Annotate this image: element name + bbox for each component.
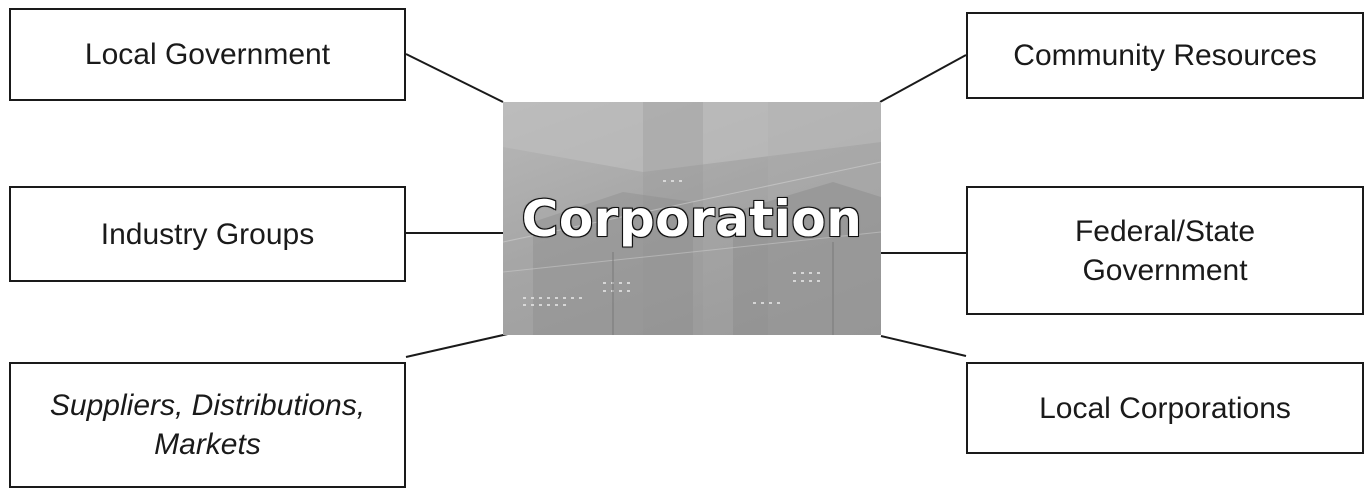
connector-local-corporations — [880, 335, 967, 357]
node-label: Industry Groups — [100, 217, 315, 251]
node-suppliers: Suppliers, Distributions, Markets — [9, 362, 406, 488]
node-label: Community Resources — [1013, 39, 1317, 72]
cityscape-background — [503, 102, 881, 335]
node-industry-groups: Industry Groups — [9, 186, 406, 282]
node-community-resources: Community Resources — [966, 12, 1364, 99]
center-title: Corporation — [521, 189, 863, 249]
node-local-corporations: Local Corporations — [966, 362, 1364, 454]
connector-suppliers — [405, 332, 513, 358]
node-local-government: Local Government — [9, 8, 406, 101]
connector-local-government — [405, 53, 504, 103]
node-label: Federal/State Government — [1074, 214, 1256, 287]
corporation-node: Corporation — [503, 102, 881, 335]
node-label: Local Government — [84, 38, 331, 71]
connector-community-resources — [879, 54, 967, 103]
node-label: Suppliers, Distributions, Markets — [49, 389, 366, 461]
node-label: Local Corporations — [1039, 391, 1291, 425]
node-federal-state-government: Federal/State Government — [966, 186, 1364, 315]
